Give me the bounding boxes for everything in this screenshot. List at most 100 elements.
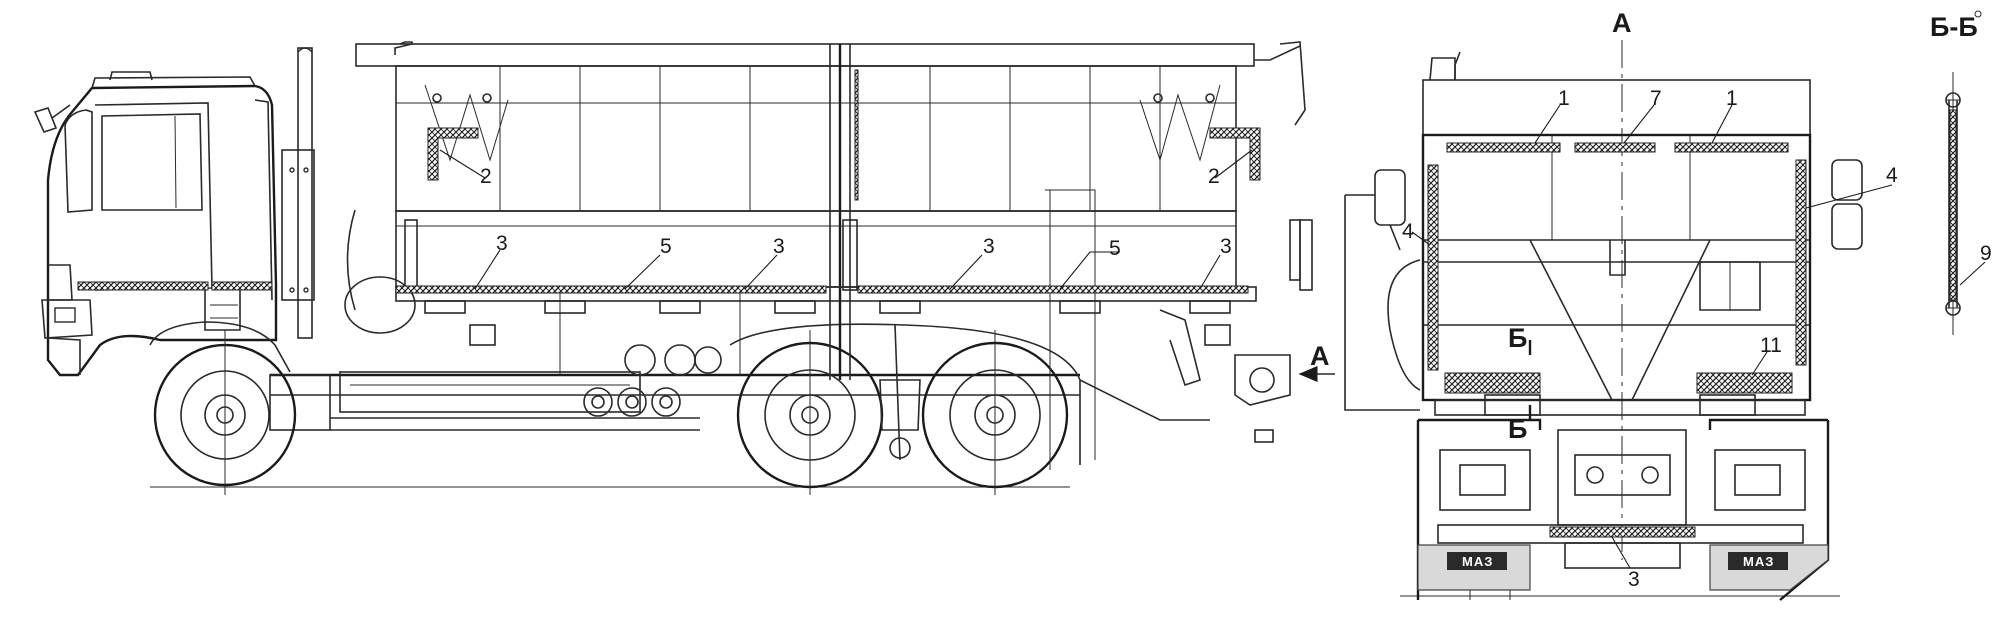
section-tape: [1949, 109, 1957, 301]
suspension-bush: [889, 437, 911, 459]
rear-mount-left: [1484, 394, 1541, 416]
floor-bracket: [1059, 300, 1101, 314]
exhaust-cap: [297, 47, 313, 53]
air-tank-cap: [591, 395, 605, 409]
headlight: [54, 307, 76, 323]
rear-callout-1-left: 1: [1558, 87, 1570, 110]
side-strut-right: [1139, 84, 1221, 162]
upper-corner-tape-right: [1209, 127, 1261, 181]
view-a-title: А: [1612, 8, 1632, 38]
pivot: [1205, 93, 1215, 103]
rear-support-frame: [1045, 189, 1096, 460]
leader-1-left: [1534, 104, 1561, 144]
body-front-arc: [346, 209, 356, 311]
bolt: [303, 287, 309, 293]
cab-door: [94, 102, 213, 291]
rear-underrun-link: [1079, 379, 1210, 421]
leader-3d: [1199, 254, 1221, 290]
view-a-arrow-label: А: [1310, 341, 1330, 371]
floor-bracket: [659, 300, 701, 314]
air-tank-2: [617, 387, 647, 417]
floor-bracket: [879, 300, 921, 314]
center-post-tape: [854, 69, 859, 201]
rear-spring-right: [1714, 449, 1806, 511]
section-mark-bottom: Б: [1508, 414, 1527, 444]
leader-3-rear: [1611, 536, 1631, 569]
section-bb-title: Б-Б: [1930, 12, 1978, 42]
side-mirror: [33, 107, 58, 133]
callout-3-a: 3: [496, 232, 508, 255]
cab-rear-wall: [254, 99, 273, 301]
rear-body-box: [1421, 133, 1812, 402]
differential-bolt: [1586, 466, 1604, 484]
front-bracket: [1279, 41, 1306, 126]
body-top-rail: [355, 43, 1255, 67]
cab-contour-rear: [1344, 194, 1420, 411]
battery-box: [269, 374, 331, 431]
exhaust-stack: [281, 47, 315, 339]
cab-edge-arc: [1387, 259, 1421, 391]
callout-2-right: 2: [1208, 165, 1220, 188]
rear-top-tape-right: [1674, 142, 1789, 153]
rail-end-left: [394, 43, 413, 55]
leader-3b: [744, 254, 778, 290]
rear-mirror-left: [1374, 169, 1406, 226]
rear-callout-3: 3: [1628, 568, 1640, 591]
tailgate-latch: [1289, 219, 1301, 281]
exhaust-shield: [281, 149, 315, 301]
rear-mirror-right-top: [1831, 159, 1863, 201]
body-reflective-tape-front: [395, 285, 827, 294]
cab-door-window: [101, 113, 203, 211]
callout-5-b: 5: [1109, 237, 1121, 260]
rear-lower-tape-left: [1444, 372, 1541, 394]
truck-cab: [33, 71, 291, 377]
bumper: [41, 299, 93, 339]
mudflap-logo-plate-right: [1728, 552, 1788, 570]
cab-reflective-tape-front: [77, 281, 209, 291]
leader-4-right: [1805, 184, 1893, 209]
air-tank-cap: [659, 395, 673, 409]
front-fender: [149, 321, 291, 373]
rear-panel-box: [1699, 261, 1761, 311]
rear-vertical-tape-left: [1427, 164, 1439, 371]
pivot: [482, 93, 492, 103]
air-tank-3: [651, 387, 681, 417]
mirror-arm: [1389, 224, 1401, 251]
leader-2-left: [439, 149, 486, 179]
rear-body-top: [1422, 79, 1811, 136]
floor-bracket: [774, 300, 816, 314]
rear-callout-1-right: 1: [1726, 87, 1738, 110]
section-scale-mark: [1974, 10, 1982, 18]
mirror-arm: [51, 104, 71, 119]
rear-vertical-tape-right: [1795, 159, 1807, 366]
differential-housing: [1574, 454, 1671, 496]
front-wheel: [153, 330, 297, 495]
callout-5-a: 5: [660, 235, 672, 258]
rear-body-bracket: [1429, 57, 1456, 81]
suspension-spring: [879, 379, 921, 431]
leader-7: [1623, 104, 1655, 144]
cab-windshield: [64, 109, 93, 213]
rear-callout-11: 11: [1760, 334, 1782, 357]
leader-1-right: [1711, 104, 1733, 144]
leader-11: [1751, 351, 1768, 376]
cab-outline: [46, 84, 278, 377]
rear-top-tape-left: [1446, 142, 1561, 153]
leader-2-right: [1214, 149, 1253, 179]
rail-bracket: [399, 41, 413, 45]
tail-gate-hinge: [1159, 309, 1201, 387]
exhaust-pipe: [297, 47, 313, 339]
bolt: [303, 167, 309, 173]
rear-mirror-right-bottom: [1831, 203, 1863, 250]
fuel-tank: [339, 371, 641, 413]
roof-marker: [109, 71, 153, 81]
body-lock: [469, 324, 496, 346]
leader-9: [1959, 261, 1986, 286]
rear-wheel-1: [736, 330, 884, 495]
floor-bracket: [424, 300, 466, 314]
leader-4-left: [1411, 231, 1431, 246]
air-tank-cap: [625, 395, 639, 409]
cab-step: [204, 290, 241, 331]
cab-roof: [91, 76, 256, 89]
rear-bumper-tape: [1549, 526, 1696, 538]
